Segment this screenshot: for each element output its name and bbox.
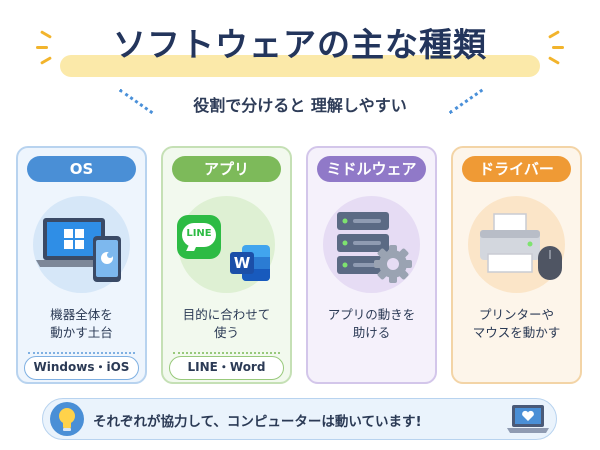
card-app-desc-line1: 目的に合わせて [182, 307, 271, 322]
card-os-desc-line1: 機器全体を [50, 307, 113, 322]
page-title: ソフトウェアの主な種類 [113, 25, 487, 64]
mouse-icon [538, 246, 562, 280]
card-app-desc-line2: 使う [213, 325, 239, 340]
card-middleware: ミドルウェア アプリの動きを 助ける [306, 146, 437, 384]
line-app-icon: LINE [177, 215, 221, 259]
card-os-description: 機器全体を 動かす土台 [18, 306, 145, 342]
lightbulb-icon [50, 402, 84, 436]
card-driver: ドライバー プリンターや マウスを動かす [451, 146, 582, 384]
title-spark-left [36, 46, 48, 49]
card-os-divider [28, 352, 135, 354]
card-middleware-label: ミドルウェア [317, 156, 426, 182]
card-driver-label: ドライバー [462, 156, 571, 182]
card-os-desc-line2: 動かす土台 [50, 325, 113, 340]
card-driver-description: プリンターや マウスを動かす [453, 306, 580, 342]
card-app-label: アプリ [172, 156, 281, 182]
card-middleware-description: アプリの動きを 助ける [308, 306, 435, 342]
card-middleware-desc-line1: アプリの動きを [327, 307, 416, 322]
title-highlight [60, 55, 540, 77]
card-os-label: OS [27, 156, 136, 182]
word-app-icon-letter: W [230, 252, 254, 274]
banner-text: それぞれが協力して、コンピューターは動いています! [93, 414, 422, 430]
title-spark-right [552, 46, 564, 49]
line-app-icon-text: LINE [186, 228, 212, 239]
card-app-description: 目的に合わせて 使う [163, 306, 290, 342]
card-app: アプリ LINE W 目的に合わせて 使う LINE・Word [161, 146, 292, 384]
gear-icon [374, 245, 412, 283]
card-driver-desc-line2: マウスを動かす [472, 325, 561, 340]
card-os: OS 機器全体を 動かす土台 Windows・iOS [16, 146, 147, 384]
card-middleware-desc-line2: 助ける [352, 325, 391, 340]
card-os-example: Windows・iOS [24, 356, 139, 380]
printer-icon [480, 213, 540, 273]
card-app-illustration: LINE W [177, 196, 275, 293]
heart-laptop-icon [507, 405, 549, 433]
card-app-divider [173, 352, 280, 354]
page-subtitle: 役割で分けると 理解しやすい [193, 96, 407, 115]
card-driver-illustration [468, 196, 565, 293]
card-middleware-illustration [323, 196, 420, 293]
card-driver-desc-line1: プリンターや [478, 307, 554, 322]
card-os-illustration [33, 196, 130, 293]
word-app-icon: W [230, 243, 272, 283]
card-app-example: LINE・Word [169, 356, 284, 380]
laptop-icon [36, 218, 121, 282]
bottom-banner: それぞれが協力して、コンピューターは動いています! [42, 398, 557, 440]
